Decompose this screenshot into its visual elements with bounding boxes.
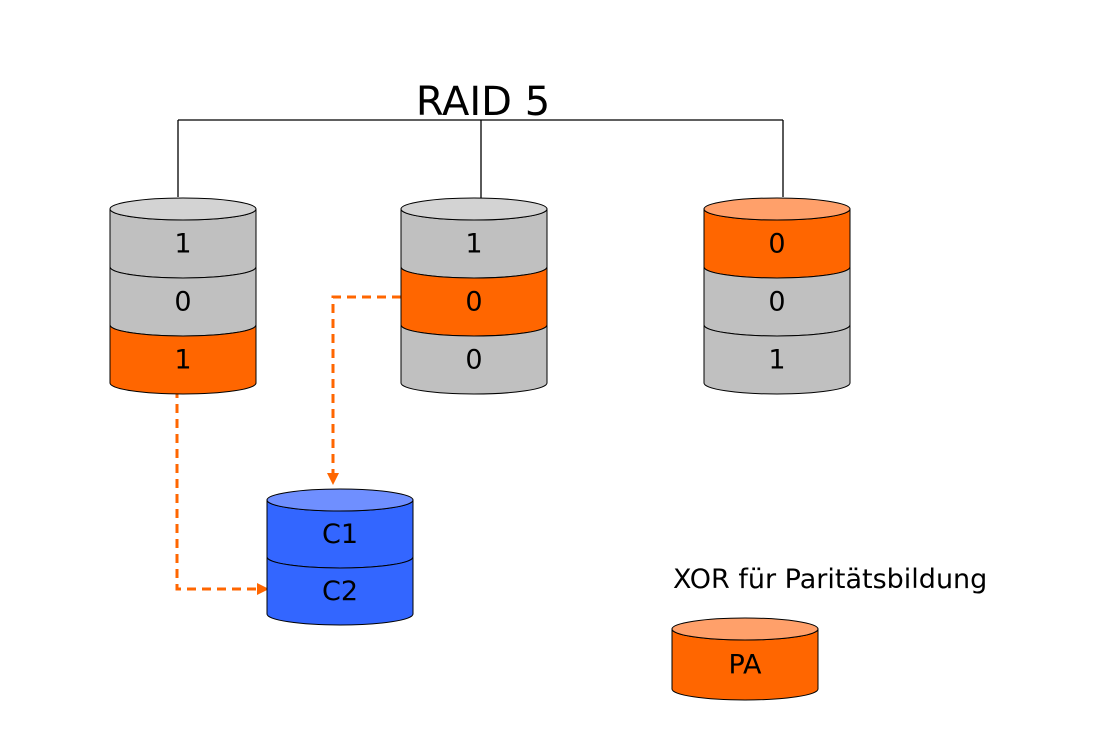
disk-1: 1 0 1 <box>109 197 257 395</box>
disk-3-segment-3-label: 1 <box>768 345 785 376</box>
disk-3-segment-3 <box>703 324 851 395</box>
disk-1-segment-3 <box>109 324 257 395</box>
legend-parity-disk: PA <box>671 617 819 701</box>
cache-disk-segment-2-label: C2 <box>322 576 358 607</box>
disk-3: 0 0 1 <box>703 197 851 395</box>
cache-disk-segment-1-label: C1 <box>322 519 358 550</box>
arrow-disk1-to-c2-head <box>257 583 269 595</box>
disk-2: 1 0 0 <box>400 197 548 395</box>
arrow-disk2-to-c1-head <box>327 473 339 485</box>
disk-2-top <box>400 197 548 221</box>
data-flow-arrows <box>175 295 401 595</box>
disk-2-segment-3 <box>400 324 548 395</box>
cache-disk-segment-2 <box>266 556 414 626</box>
arrow-disk2-to-c1 <box>331 295 401 474</box>
legend-caption: XOR für Paritätsbildung <box>673 564 987 595</box>
disk-3-segment-1-label: 0 <box>768 229 785 260</box>
disk-3-segment-2-label: 0 <box>768 287 785 318</box>
disk-1-segment-1-label: 1 <box>174 229 191 260</box>
disk-1-top <box>109 197 257 221</box>
cache-disk-top <box>266 488 414 512</box>
disk-2-segment-3-label: 0 <box>465 345 482 376</box>
raid-connector <box>177 119 784 199</box>
disk-2-segment-1-label: 1 <box>465 229 482 260</box>
legend-disk-top <box>671 617 819 641</box>
diagram-title: RAID 5 <box>416 79 550 125</box>
arrow-disk1-to-c2 <box>175 389 258 591</box>
disk-3-top <box>703 197 851 221</box>
disk-2-segment-2-label: 0 <box>465 287 482 318</box>
disk-1-segment-3-label: 1 <box>174 345 191 376</box>
disk-1-segment-2-label: 0 <box>174 287 191 318</box>
legend-disk-segment-1-label: PA <box>728 650 762 681</box>
